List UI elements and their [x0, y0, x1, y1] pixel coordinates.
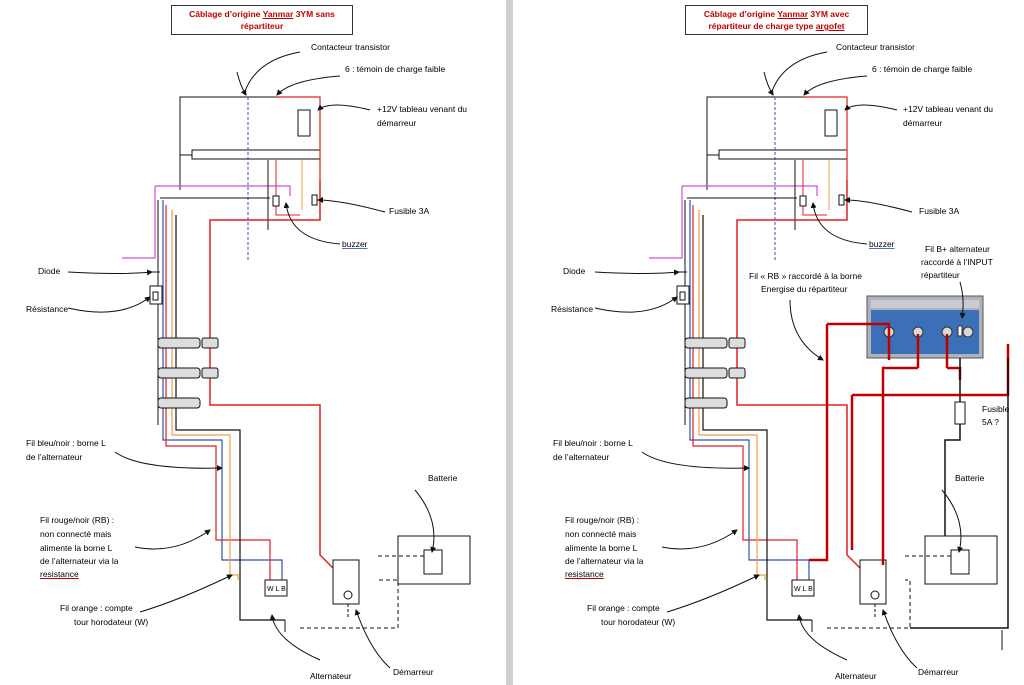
left-label-rb-5: resistance — [40, 569, 79, 579]
left-label-contacteur: Contacteur transistor — [311, 42, 390, 52]
left-label-rb-1: Fil rouge/noir (RB) : — [40, 515, 115, 525]
left-title: Câblage d’origine Yanmar 3YM sans répart… — [171, 5, 353, 35]
right-label-temoin: 6 : témoin de charge faible — [872, 64, 973, 74]
left-label-plus12-1: +12V tableau venant du — [377, 104, 468, 114]
right-label-buzzer: buzzer — [869, 239, 895, 249]
right-label-rb-5: resistance — [565, 569, 604, 579]
left-title-brand: Yanmar — [262, 9, 294, 19]
left-label-resistance: Résistance — [26, 304, 69, 314]
left-label-rb-2: non connecté mais — [40, 529, 112, 539]
right-label-wlb: W L B — [794, 586, 813, 593]
right-label-bleu-2: de l’alternateur — [553, 452, 610, 462]
left-diagram — [67, 51, 471, 669]
right-label-bleu-1: Fil bleu/noir : borne L — [553, 438, 633, 448]
left-title-suffix: 3YM sans — [293, 9, 335, 19]
right-title-line2b: argofet — [815, 21, 845, 31]
left-label-batterie: Batterie — [428, 473, 458, 483]
right-label-orange-1: Fil orange : compte — [587, 603, 660, 613]
left-label-fusible: Fusible 3A — [389, 206, 430, 216]
right-label-bplus-2: raccordé à l’INPUT — [921, 257, 993, 267]
right-label-rb-3: alimente la borne L — [565, 543, 638, 553]
right-label-orange-2: tour horodateur (W) — [601, 617, 676, 627]
right-label-fusible: Fusible 3A — [919, 206, 960, 216]
right-label-diode: Diode — [563, 266, 586, 276]
right-label-plus12-2: démarreur — [903, 118, 943, 128]
left-label-rb-3: alimente la borne L — [40, 543, 113, 553]
left-label-diode: Diode — [38, 266, 61, 276]
right-label-rb-2: non connecté mais — [565, 529, 637, 539]
right-label-fil-rb-1: Fil « RB » raccordé à la borne — [749, 271, 862, 281]
right-label-demarreur: Démarreur — [918, 667, 959, 677]
left-title-prefix: Câblage d’origine — [189, 9, 263, 19]
right-diagram — [594, 51, 1010, 669]
left-label-plus12-2: démarreur — [377, 118, 417, 128]
right-label-fusible5-1: Fusible — [982, 404, 1010, 414]
right-title-brand: Yanmar — [777, 9, 809, 19]
right-label-fil-rb-2: Energise du répartiteur — [761, 284, 848, 294]
left-label-temoin: 6 : témoin de charge faible — [345, 64, 446, 74]
right-title-line2a: répartiteur de charge type — [708, 21, 816, 31]
right-label-contacteur: Contacteur transistor — [836, 42, 915, 52]
right-title-prefix: Câblage d’origine — [703, 9, 778, 19]
page-divider — [506, 0, 513, 685]
right-label-plus12-1: +12V tableau venant du — [903, 104, 994, 114]
left-label-alternateur: Alternateur — [310, 671, 352, 681]
left-label-orange-1: Fil orange : compte — [60, 603, 133, 613]
right-label-rb-4: de l’alternateur via la — [565, 556, 644, 566]
right-label-bplus-1: Fil B+ alternateur — [925, 244, 990, 254]
left-label-orange-2: tour horodateur (W) — [74, 617, 149, 627]
left-label-rb-4: de l’alternateur via la — [40, 556, 119, 566]
left-label-buzzer: buzzer — [342, 239, 368, 249]
left-label-wlb: W L B — [267, 586, 286, 593]
right-label-rb-1: Fil rouge/noir (RB) : — [565, 515, 640, 525]
right-label-fusible5-2: 5A ? — [982, 417, 1000, 427]
right-label-alternateur: Alternateur — [835, 671, 877, 681]
right-label-resistance: Résistance — [551, 304, 594, 314]
left-title-line2: répartiteur — [240, 21, 284, 31]
right-label-bplus-3: répartiteur — [921, 270, 960, 280]
right-label-batterie: Batterie — [955, 473, 985, 483]
left-label-demarreur: Démarreur — [393, 667, 434, 677]
right-title: Câblage d’origine Yanmar 3YM avec répart… — [685, 5, 868, 35]
left-label-bleu-2: de l’alternateur — [26, 452, 83, 462]
charge-splitter-argofet — [866, 295, 984, 359]
left-label-bleu-1: Fil bleu/noir : borne L — [26, 438, 106, 448]
right-title-suffix: 3YM avec — [808, 9, 850, 19]
